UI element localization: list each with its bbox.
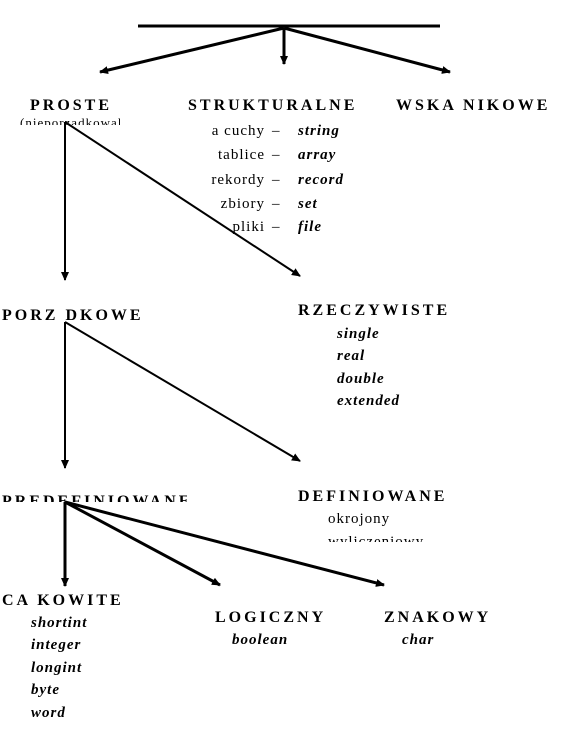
arrow-proste-rzeczywiste	[64, 121, 301, 277]
strukturalne-item-dash: –	[272, 172, 281, 188]
strukturalne-item-type: set	[298, 196, 318, 212]
znakowy-item: char	[402, 633, 435, 646]
arrow-predefiniowane-logiczny	[64, 500, 221, 587]
calkowite-item: integer	[31, 637, 82, 653]
rzeczywiste-item: real	[337, 348, 366, 364]
node-proste-sub: (nieporządkowalne)	[20, 116, 120, 125]
node-calkowite-label: CA KOWITE	[2, 592, 124, 609]
node-definiowane-label: DEFINIOWANE	[298, 488, 448, 505]
node-porzadkowe-label: PORZ DKOWE	[2, 307, 144, 324]
strukturalne-item-name: rekordy	[211, 172, 265, 188]
rzeczywiste-item: single	[337, 326, 380, 342]
definiowane-item: okrojony	[328, 511, 391, 527]
node-proste-label: PROSTE	[30, 97, 113, 114]
node-strukturalne-label: STRUKTURALNE	[188, 97, 358, 114]
strukturalne-item-type: array	[298, 147, 337, 163]
rzeczywiste-item: double	[337, 371, 385, 387]
strukturalne-item-name: pliki	[232, 219, 265, 235]
definiowane-item: wyliczeniowy	[328, 535, 443, 542]
rzeczywiste-item: extended	[337, 393, 400, 409]
strukturalne-item-dash: –	[272, 196, 281, 212]
arrow-root-wskaznikowe	[283, 26, 451, 74]
node-wskaznikowe-label: WSKA NIKOWE	[396, 97, 551, 114]
arrow-root-proste	[99, 26, 285, 75]
strukturalne-item-name: a cuchy	[211, 123, 265, 139]
strukturalne-item-type: string	[298, 123, 340, 139]
node-rzeczywiste-label: RZECZYWISTE	[298, 302, 451, 319]
strukturalne-item-dash: –	[272, 123, 281, 139]
arrow-predefiniowane-znakowy	[64, 500, 385, 587]
strukturalne-item-name: zbiory	[220, 196, 265, 212]
calkowite-item: word	[31, 705, 66, 721]
strukturalne-item-dash: –	[272, 219, 281, 235]
calkowite-item: longint	[31, 660, 83, 676]
rzeczywiste-item: comp	[337, 418, 397, 422]
strukturalne-item-type: file	[298, 219, 322, 235]
arrow-porzadkowe-definiowane	[64, 321, 301, 462]
calkowite-item: byte	[31, 682, 60, 698]
node-predefiniowane-label: PREDEFINIOWANE	[2, 494, 187, 502]
logiczny-item: boolean	[232, 633, 289, 646]
calkowite-item: shortint	[31, 615, 88, 631]
node-logiczny-label: LOGICZNY	[215, 609, 327, 626]
strukturalne-item-type: record	[298, 172, 344, 188]
strukturalne-item-name: tablice	[218, 147, 265, 163]
strukturalne-item-dash: –	[272, 147, 281, 163]
node-znakowy-label: ZNAKOWY	[384, 609, 492, 626]
